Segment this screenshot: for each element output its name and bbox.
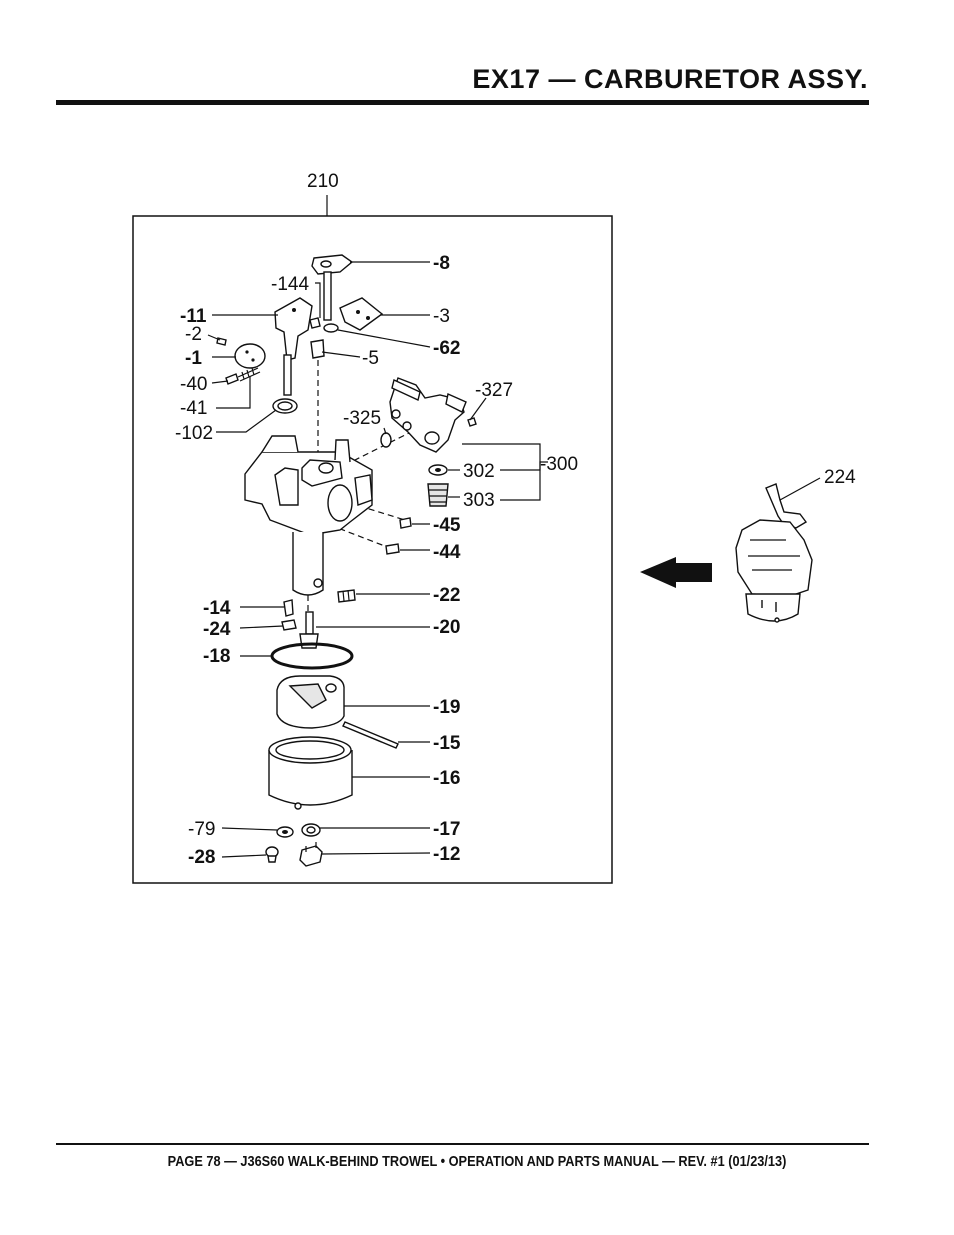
- page-footer: PAGE 78 — J36S60 WALK-BEHIND TROWEL • OP…: [167, 1153, 787, 1170]
- page-title: EX17 — CARBURETOR ASSY.: [472, 64, 868, 94]
- inset-part-number-label: 224: [824, 467, 856, 488]
- clip-14-part: [283, 599, 294, 617]
- callout-20: -20: [433, 617, 460, 638]
- callout-3: -3: [433, 306, 450, 327]
- diagram-frame: [132, 215, 613, 884]
- callout-22: -22: [433, 585, 460, 606]
- spring-5-part: [310, 339, 325, 359]
- callout-44: -44: [433, 542, 461, 563]
- carburetor-body-part: [244, 435, 373, 596]
- washer-79-part: [276, 826, 294, 838]
- float-bowl-16-part: [268, 736, 353, 810]
- valve-needle-303-part: [427, 483, 449, 507]
- callout-79: -79: [188, 819, 215, 840]
- callout-12: -12: [433, 844, 460, 865]
- callout-14: -14: [203, 598, 231, 619]
- callout-327: -327: [475, 380, 513, 401]
- screw-22-part: [337, 589, 356, 603]
- callout-41: -41: [180, 398, 207, 419]
- washer-62-part: [323, 323, 339, 333]
- callout-62: -62: [433, 338, 460, 359]
- callout-45: -45: [433, 515, 461, 536]
- bowl-bolt-12-part: [299, 842, 323, 867]
- callout-8: -8: [433, 253, 450, 274]
- callout-24: -24: [203, 619, 231, 640]
- callout-2: -2: [185, 324, 202, 345]
- inset-leader: [779, 477, 821, 501]
- callout-102: -102: [175, 423, 213, 444]
- callout-300: -300: [540, 454, 578, 475]
- callout-1: -1: [185, 348, 202, 369]
- screw-144-part: [309, 317, 321, 329]
- choke-plate-part: [234, 343, 266, 369]
- callout-144: -144: [271, 274, 309, 295]
- footer-rule: [56, 1143, 869, 1145]
- callout-18: -18: [203, 646, 230, 667]
- assembly-number-label: 210: [307, 171, 339, 192]
- callout-40: -40: [180, 374, 207, 395]
- screw-45-part: [399, 517, 412, 529]
- screw-44-part: [385, 543, 400, 555]
- callout-5: -5: [362, 348, 379, 369]
- arrow-left-icon: [640, 557, 712, 588]
- clip-24-part: [281, 619, 297, 631]
- assembled-carburetor-inset: [735, 483, 813, 623]
- callout-16: -16: [433, 768, 460, 789]
- callout-303: 303: [463, 490, 495, 511]
- valve-assembly-part: [389, 377, 477, 453]
- float-19-part: [276, 675, 345, 729]
- callout-19: -19: [433, 697, 460, 718]
- seal-ring-102-part: [272, 398, 298, 414]
- choke-lever-part: [274, 297, 313, 396]
- callout-325: -325: [343, 408, 381, 429]
- header-rule: [56, 100, 869, 105]
- valve-washer-302-part: [428, 464, 448, 476]
- pilot-screw-part: [225, 367, 261, 385]
- callout-302: 302: [463, 461, 495, 482]
- washer-17-part: [301, 823, 321, 837]
- throttle-shaft-part: [311, 254, 354, 321]
- callout-28: -28: [188, 847, 215, 868]
- callout-17: -17: [433, 819, 460, 840]
- float-pin-15-part: [342, 721, 399, 749]
- callout-15: -15: [433, 733, 461, 754]
- throttle-plate-part: [339, 297, 384, 331]
- leader-lines: [207, 261, 548, 858]
- drain-screw-28-part: [265, 846, 279, 863]
- callout-11: -11: [180, 306, 207, 327]
- o-ring-325-part: [380, 432, 392, 448]
